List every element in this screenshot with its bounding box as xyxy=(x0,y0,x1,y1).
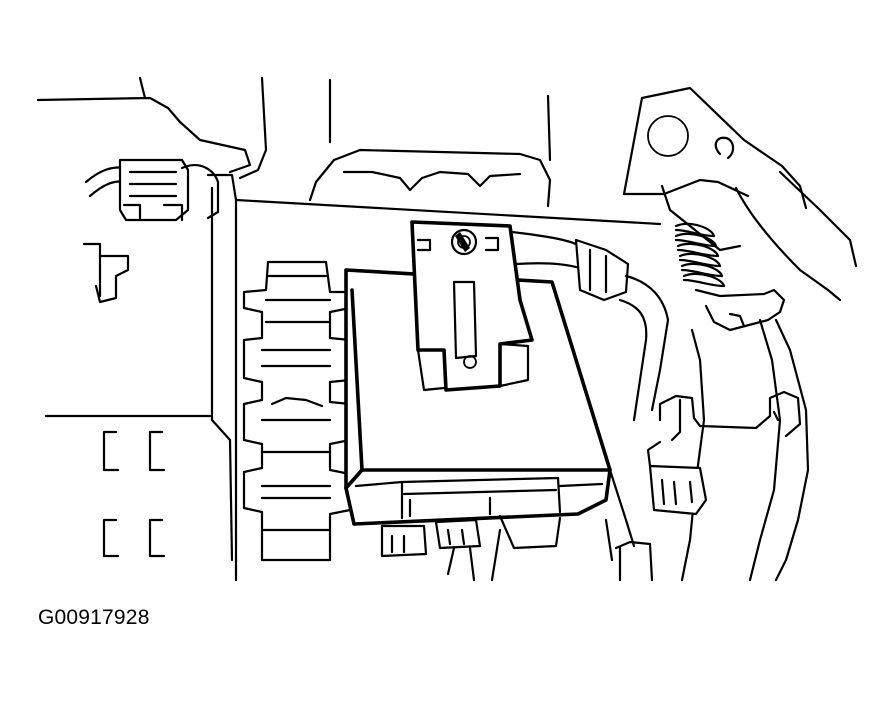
wire-connector-upper-left xyxy=(84,158,220,222)
lower-connectors xyxy=(380,514,562,582)
left-mounting-plate xyxy=(44,173,662,582)
console-top-contour xyxy=(308,78,552,208)
connector-bracket-right xyxy=(646,390,802,516)
floor-clips-left xyxy=(102,430,166,558)
dash-panel-upper-left xyxy=(36,76,268,180)
wiring-harness-right xyxy=(510,230,670,548)
electronic-control-module xyxy=(344,268,612,526)
return-spring xyxy=(674,222,726,288)
mounting-bolt xyxy=(450,228,478,256)
module-mounting-bracket xyxy=(410,220,534,392)
figure-caption: G00917928 xyxy=(38,606,150,629)
relay-stack xyxy=(242,260,352,562)
lower-right-bracket xyxy=(604,518,654,582)
pedal-bracket-right xyxy=(622,86,858,302)
pedal-arm xyxy=(680,288,810,582)
side-clip-left xyxy=(82,242,130,304)
